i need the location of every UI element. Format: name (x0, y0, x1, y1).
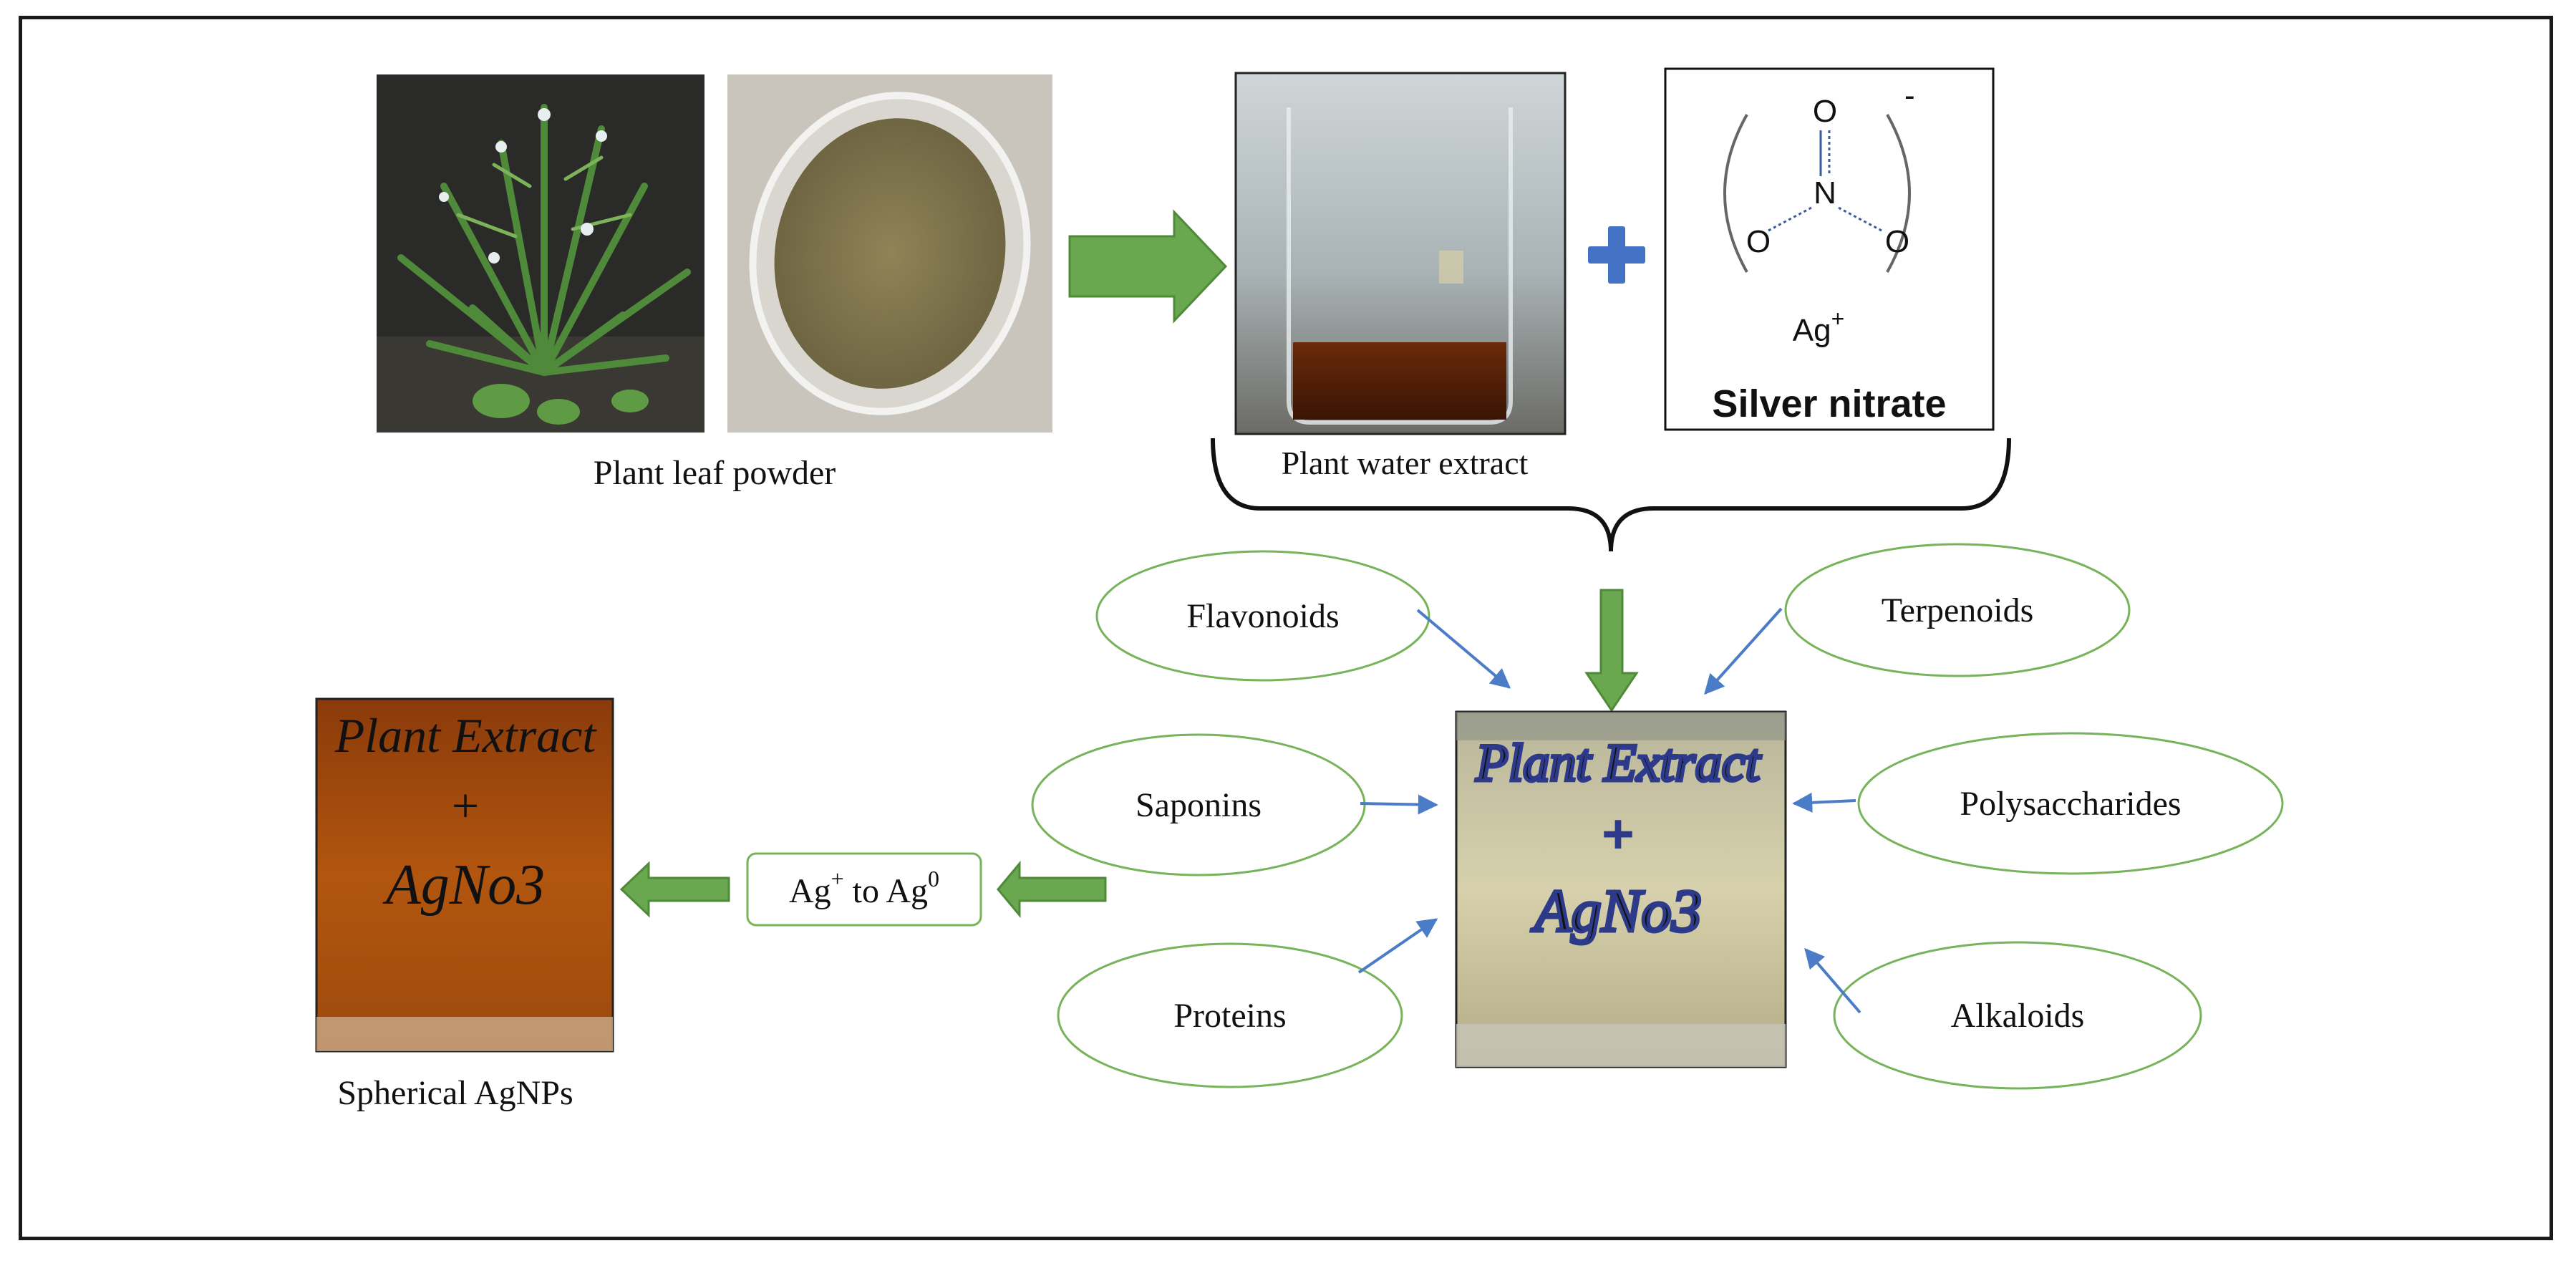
agnps-handwriting-line3: AgNo3 (382, 854, 545, 917)
arrow-powder-to-extract (1068, 209, 1228, 324)
nitrate-atom-n: N (1814, 175, 1836, 211)
svg-text:Terpenoids: Terpenoids (1882, 591, 2034, 629)
svg-text:Saponins: Saponins (1136, 786, 1262, 824)
nitrate-atom-o-right: O (1885, 224, 1909, 259)
nitrate-charge: - (1904, 78, 1915, 113)
phytochemical-flavonoids: Flavonoids (1095, 550, 1430, 682)
arrow-reduction-to-agnps (619, 861, 730, 918)
mixture-handwriting-line2: + (1603, 806, 1633, 864)
nitrate-atom-o-top: O (1813, 94, 1837, 129)
silver-nitrate-label: Silver nitrate (1712, 382, 1946, 425)
agnps-handwriting-line2: + (452, 778, 479, 833)
agnps-photo: Plant Extract + AgNo3 (315, 697, 614, 1053)
mixture-handwriting-line3: AgNo3 (1531, 878, 1701, 944)
phytochemical-proteins: Proteins (1057, 942, 1403, 1088)
phytochemical-terpenoids: Terpenoids (1784, 543, 2131, 677)
silver-cation: Ag+ (1793, 306, 1845, 348)
phytochemical-alkaloids: Alkaloids (1833, 941, 2202, 1090)
silver-nitrate-structure: - O N O O Ag+ Silver nitrate (1664, 67, 1995, 431)
arrow-mixture-to-reduction (997, 860, 1107, 919)
leaf-powder-photo (727, 74, 1052, 433)
plant-water-extract-photo (1234, 72, 1567, 435)
plant-photo (377, 74, 704, 433)
phytochemical-arrows (1357, 607, 1861, 1014)
svg-text:Flavonoids: Flavonoids (1186, 597, 1339, 635)
plant-leaf-powder-label: Plant leaf powder (594, 454, 836, 492)
reduction-box: Ag+ to Ag0 (746, 852, 982, 927)
mixture-photo: Plant Extract + AgNo3 (1455, 710, 1787, 1068)
spherical-agnps-label: Spherical AgNPs (337, 1074, 573, 1112)
agnps-handwriting-line1: Plant Extract (334, 708, 598, 763)
arrow-down-to-mixture (1584, 589, 1639, 712)
svg-text:Polysaccharides: Polysaccharides (1960, 785, 2181, 823)
plant-water-extract-label: Plant water extract (1282, 445, 1529, 481)
nitrate-atom-o-left: O (1746, 224, 1771, 259)
mixture-handwriting-line1: Plant Extract (1476, 734, 1762, 793)
phytochemical-polysaccharides: Polysaccharides (1857, 732, 2284, 875)
phytochemical-saponins: Saponins (1031, 733, 1366, 876)
combine-brace (1211, 438, 2011, 552)
svg-text:Ag+ to Ag0: Ag+ to Ag0 (789, 866, 939, 910)
plus-icon (1588, 226, 1645, 284)
svg-text:Proteins: Proteins (1173, 997, 1286, 1035)
svg-text:Alkaloids: Alkaloids (1951, 997, 2085, 1035)
